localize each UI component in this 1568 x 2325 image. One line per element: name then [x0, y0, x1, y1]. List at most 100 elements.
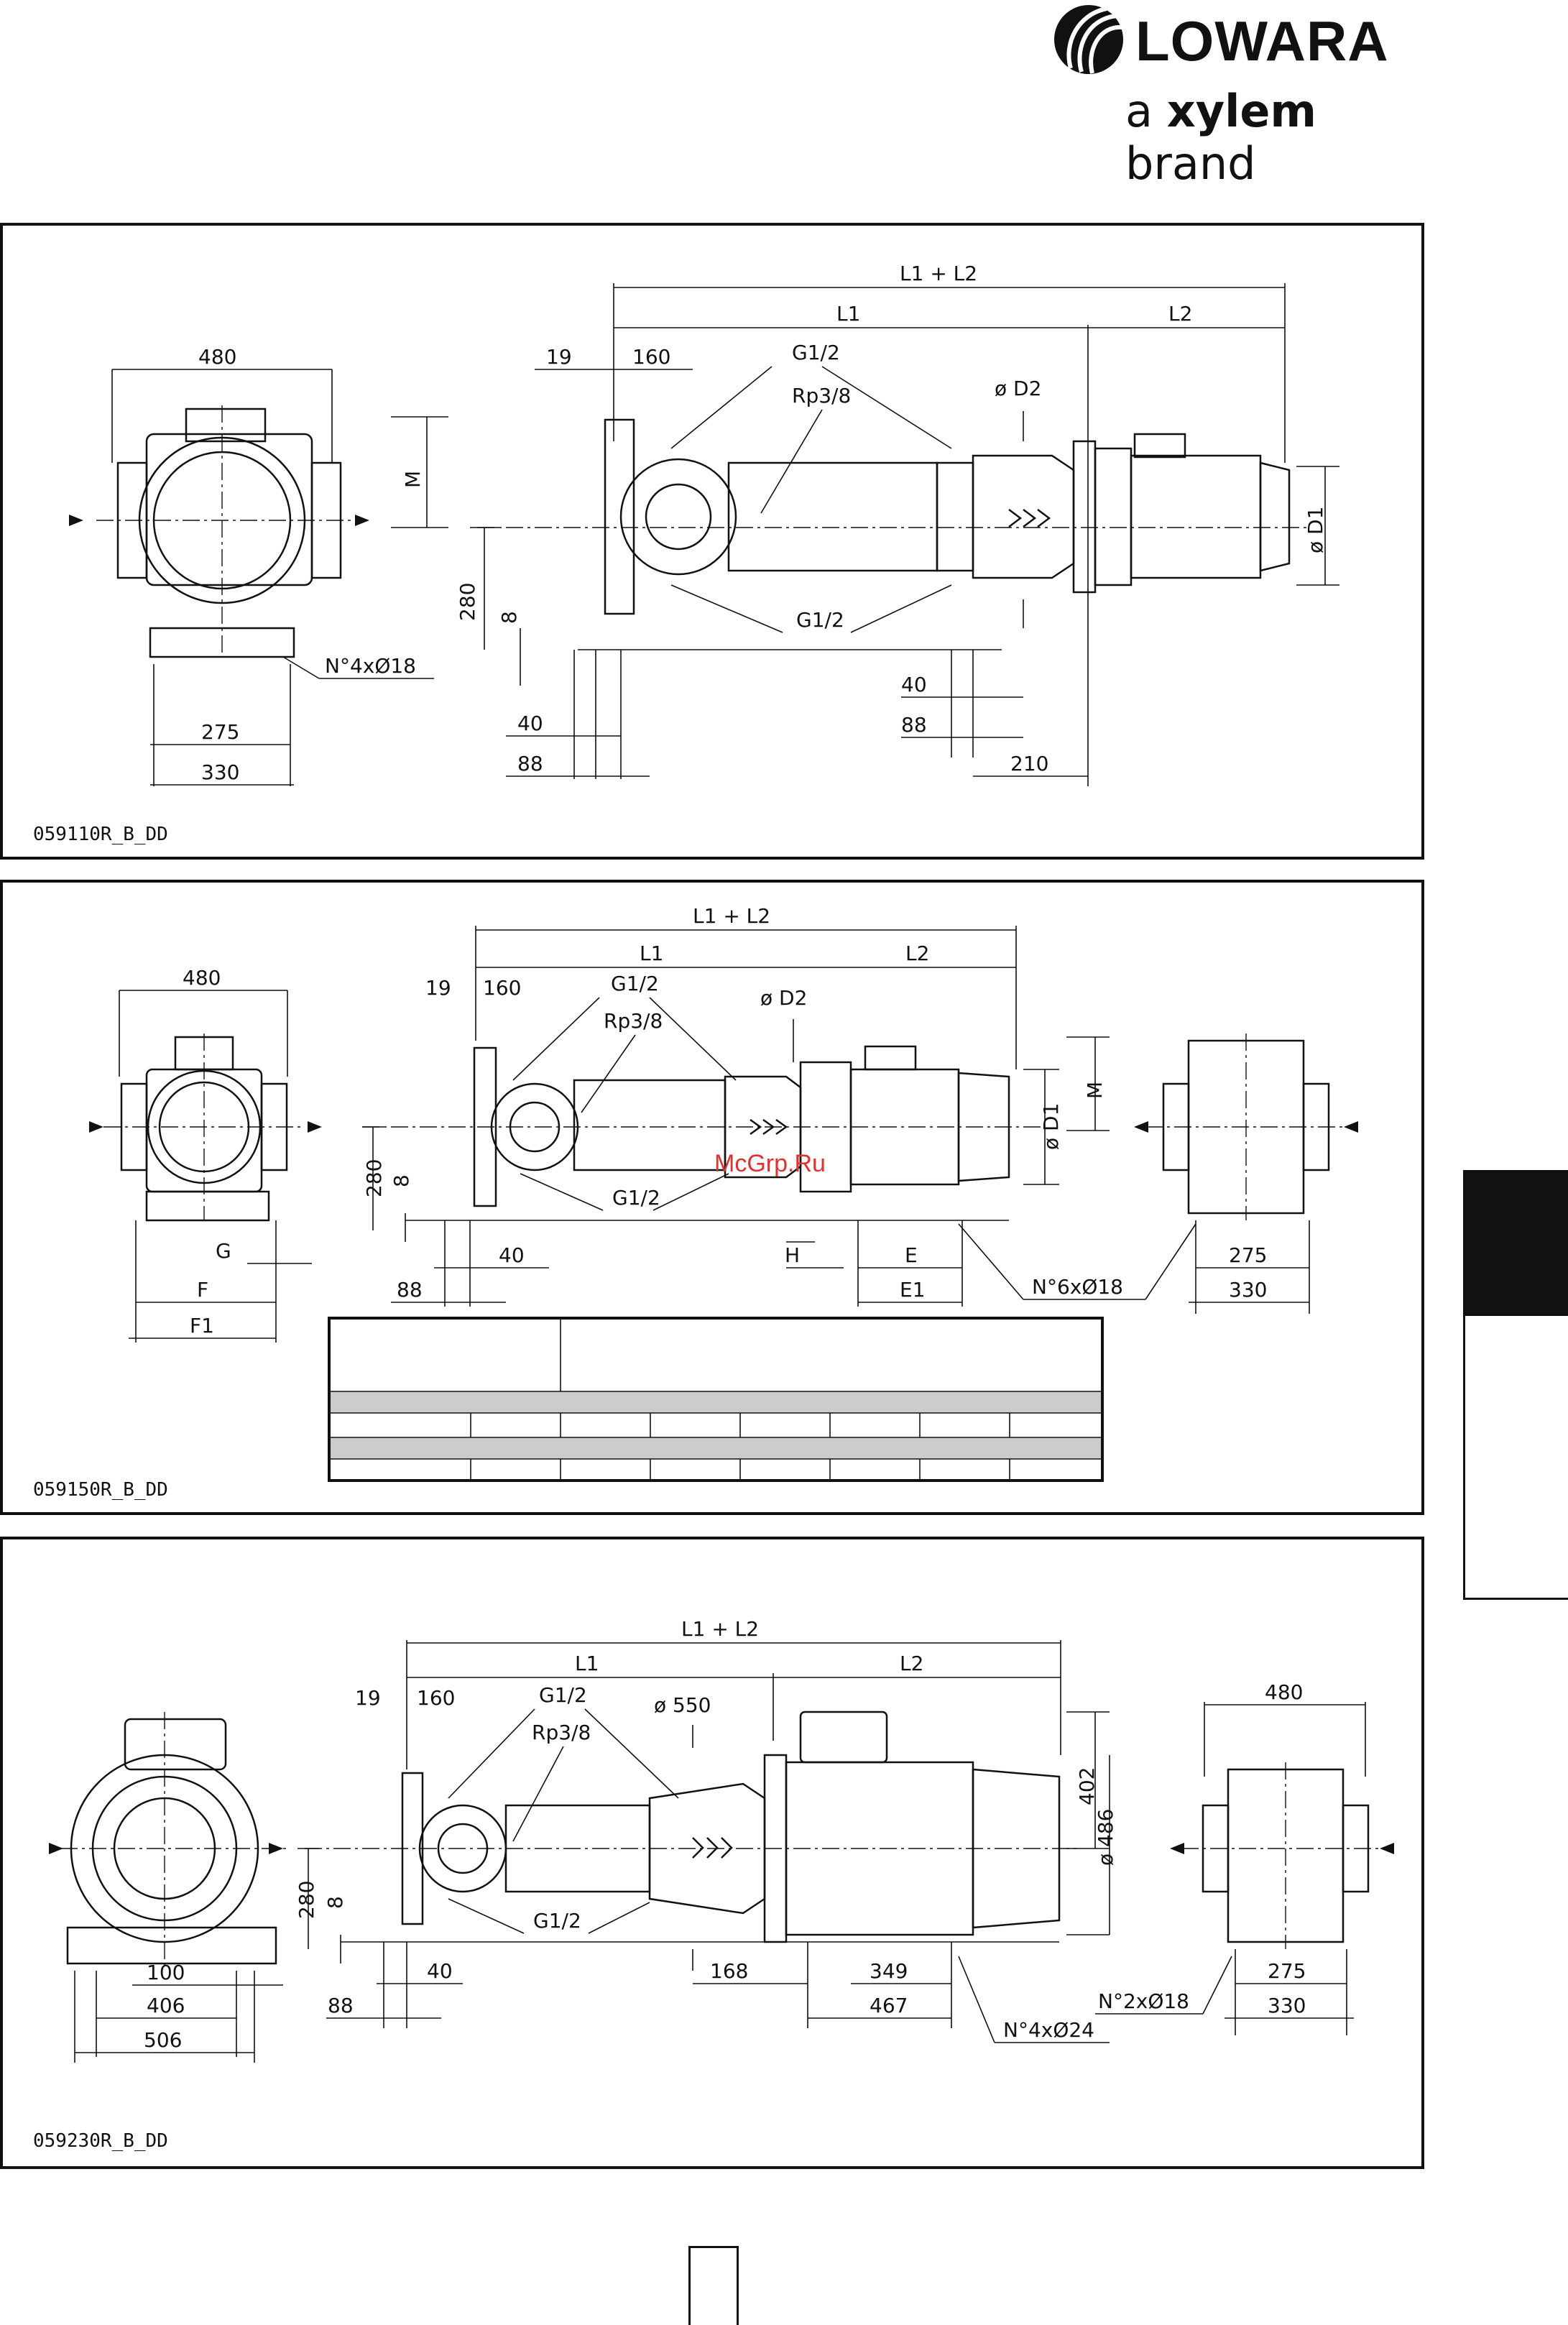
dim-402: 402: [1075, 1767, 1099, 1805]
drawing-panel-1: 480 M N°4xØ18 275 330 L1 + L2 L1 L2: [0, 223, 1424, 860]
dim-330: 330: [1229, 1278, 1267, 1302]
label-g12-bottom: G1/2: [612, 1186, 660, 1210]
label-rp38: Rp3/8: [604, 1009, 663, 1033]
brand-tagline: a xylem brand: [1125, 85, 1437, 190]
dim-l1l2: L1 + L2: [681, 1617, 759, 1641]
dim-467: 467: [870, 1994, 908, 2017]
dim-210: 210: [1010, 752, 1048, 775]
dim-l1l2: L1 + L2: [693, 904, 770, 928]
brand-logo: LOWARA a xylem brand: [1049, 0, 1437, 190]
dim-40-left: 40: [517, 712, 543, 735]
pump-drawing-2: 480 G F F1 L1 + L2 L1 L2 19 160: [89, 904, 1358, 1343]
dim-480: 480: [183, 966, 221, 990]
dim-l1l2: L1 + L2: [900, 262, 977, 285]
dim-19: 19: [425, 976, 451, 1000]
dim-275: 275: [1268, 1959, 1306, 1983]
dim-280: 280: [295, 1881, 318, 1919]
label-g12-top: G1/2: [792, 341, 840, 364]
dim-8: 8: [323, 1896, 347, 1909]
dim-l1: L1: [575, 1652, 599, 1675]
dim-19: 19: [355, 1686, 381, 1710]
dim-160: 160: [483, 976, 521, 1000]
dim-l2: L2: [900, 1652, 923, 1675]
dim-480: 480: [198, 345, 236, 369]
dim-d486: ø 486: [1094, 1809, 1117, 1866]
side-view-2: L1 + L2 L1 L2 19 160 G1/2 Rp3/8: [362, 904, 1196, 1307]
dim-506: 506: [144, 2028, 182, 2052]
dim-e1: E1: [900, 1278, 926, 1302]
label-rp38: Rp3/8: [532, 1721, 591, 1744]
front-view-2: 480 G F F1: [89, 966, 322, 1343]
dim-l1: L1: [640, 941, 663, 965]
tagline-pre: a: [1125, 85, 1167, 137]
page-number-box: [688, 2246, 739, 2325]
dim-holes4: N°4xØ24: [1003, 2018, 1094, 2042]
brand-name: LOWARA: [1135, 9, 1389, 73]
dim-l1: L1: [836, 302, 860, 326]
dim-e: E: [905, 1243, 918, 1267]
label-g12-top: G1/2: [539, 1683, 587, 1707]
dim-d1: ø D1: [1039, 1103, 1063, 1150]
dim-88: 88: [328, 1994, 354, 2017]
dim-40-right: 40: [901, 673, 927, 696]
side-tab-marker: [1463, 1170, 1568, 1314]
dim-168: 168: [710, 1959, 748, 1983]
dim-l2: L2: [1168, 302, 1192, 326]
dim-m: M: [401, 471, 425, 488]
pump-drawing-1: 480 M N°4xØ18 275 330 L1 + L2 L1 L2: [69, 262, 1339, 786]
dimension-table-grid: [331, 1320, 1101, 1479]
dim-d2: ø D2: [760, 986, 807, 1010]
side-tab-box: [1463, 1314, 1568, 1600]
dim-88-right: 88: [901, 713, 927, 737]
pump-drawing-3: 100 406 506 L1 + L2 L1 L2 19 160: [49, 1617, 1394, 2063]
dim-40: 40: [499, 1243, 525, 1267]
dim-d2: ø D2: [995, 377, 1041, 400]
dim-480: 480: [1265, 1680, 1303, 1704]
label-g12-bottom: G1/2: [796, 608, 844, 632]
front-view-1: 480 M N°4xØ18 275 330: [69, 345, 448, 786]
front-view-3: 100 406 506: [49, 1712, 290, 2063]
label-rp38: Rp3/8: [792, 384, 851, 408]
side-view-3: L1 + L2 L1 L2 19 160 G1/2 Rp3/8: [295, 1617, 1117, 2043]
dim-100: 100: [147, 1961, 185, 1984]
dim-88: 88: [397, 1278, 423, 1302]
drawing-panel-2: 480 G F F1 L1 + L2 L1 L2 19 160: [0, 880, 1424, 1515]
drawing-code-2: 059150R_B_DD: [33, 1479, 168, 1501]
dim-f1: F1: [190, 1314, 214, 1338]
dim-d550: ø 550: [654, 1693, 711, 1717]
dim-280: 280: [456, 583, 479, 621]
dim-l2: L2: [905, 941, 929, 965]
end-view-2: 275 330: [1134, 1033, 1358, 1314]
dim-d1: ø D1: [1304, 507, 1327, 553]
dim-19: 19: [546, 345, 572, 369]
drawing-code-1: 059110R_B_DD: [33, 824, 168, 845]
dim-holes: N°6xØ18: [1032, 1275, 1123, 1299]
dim-8: 8: [497, 611, 521, 624]
dim-40: 40: [427, 1959, 453, 1983]
dim-160: 160: [632, 345, 670, 369]
dim-f: F: [197, 1278, 208, 1302]
dim-406: 406: [147, 1994, 185, 2017]
dim-8: 8: [389, 1174, 413, 1187]
dim-280: 280: [362, 1159, 386, 1197]
dim-275: 275: [1229, 1243, 1267, 1267]
tagline-bold: xylem: [1166, 85, 1317, 137]
dim-275: 275: [201, 720, 239, 744]
side-view-1: L1 + L2 L1 L2 19 160 G1/2: [456, 262, 1339, 786]
drawing-code-3: 059230R_B_DD: [33, 2130, 168, 2152]
drawing-panel-3: 100 406 506 L1 + L2 L1 L2 19 160: [0, 1537, 1424, 2169]
dim-holes2: N°2xØ18: [1098, 1989, 1189, 2013]
dimension-table: [328, 1317, 1104, 1482]
watermark: McGrp.Ru: [714, 1150, 826, 1177]
lowara-swirl-icon: [1054, 5, 1123, 74]
label-g12-bottom: G1/2: [533, 1909, 581, 1933]
dim-349: 349: [870, 1959, 908, 1983]
dim-330: 330: [201, 760, 239, 784]
dim-88-left: 88: [517, 752, 543, 775]
label-g12-top: G1/2: [611, 972, 659, 995]
end-view-3: 480 275 330 N°2xØ18: [1095, 1680, 1394, 2035]
dim-h: H: [785, 1243, 800, 1267]
dim-holes: N°4xØ18: [325, 654, 416, 678]
dim-330: 330: [1268, 1994, 1306, 2017]
dim-160: 160: [417, 1686, 455, 1710]
